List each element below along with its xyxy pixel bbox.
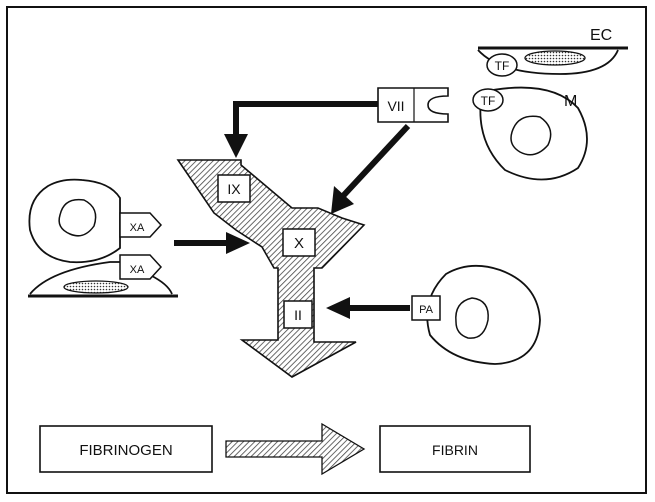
right-cell-nucleus (456, 298, 488, 338)
xa-receptor-top: XA (120, 213, 161, 237)
fibrin-box: FIBRIN (380, 426, 530, 472)
factor-vii: VII (378, 88, 448, 122)
fibrinogen-box: FIBRINOGEN (40, 426, 212, 472)
xa-to-x-arrow (174, 232, 250, 254)
left-cell-top (29, 180, 120, 263)
ix-label: IX (227, 181, 241, 197)
xa-receptor-bottom: XA (120, 255, 161, 279)
pa-receptor: PA (412, 296, 440, 320)
xa-bottom-label: XA (130, 264, 145, 276)
tf-top-label: TF (495, 59, 510, 73)
monocyte-label: M (564, 93, 577, 110)
vii-to-x-arrow (343, 126, 408, 196)
vii-label: VII (387, 98, 404, 114)
ii-label: II (294, 307, 302, 323)
ec-label: EC (590, 27, 612, 44)
x-label: X (294, 235, 304, 252)
tf-receptor-top: TF (487, 54, 517, 76)
tf-receptor-mid: TF (473, 89, 503, 111)
monocyte-nucleus (511, 116, 551, 154)
left-bottom-nucleus (64, 281, 128, 293)
ec-nucleus (525, 51, 585, 65)
right-cell (427, 266, 540, 364)
fibrin-label: FIBRIN (432, 442, 478, 458)
fibrinogen-to-fibrin-arrow (226, 424, 364, 474)
left-cell-nucleus (59, 200, 96, 236)
vii-to-ix-arrow (236, 104, 378, 136)
pa-to-ii-arrow (326, 297, 410, 319)
pa-label: PA (419, 304, 434, 316)
vii-to-ix-arrowhead (224, 134, 248, 158)
fibrinogen-label: FIBRINOGEN (79, 442, 172, 459)
tf-mid-label: TF (481, 94, 496, 108)
xa-top-label: XA (130, 222, 145, 234)
